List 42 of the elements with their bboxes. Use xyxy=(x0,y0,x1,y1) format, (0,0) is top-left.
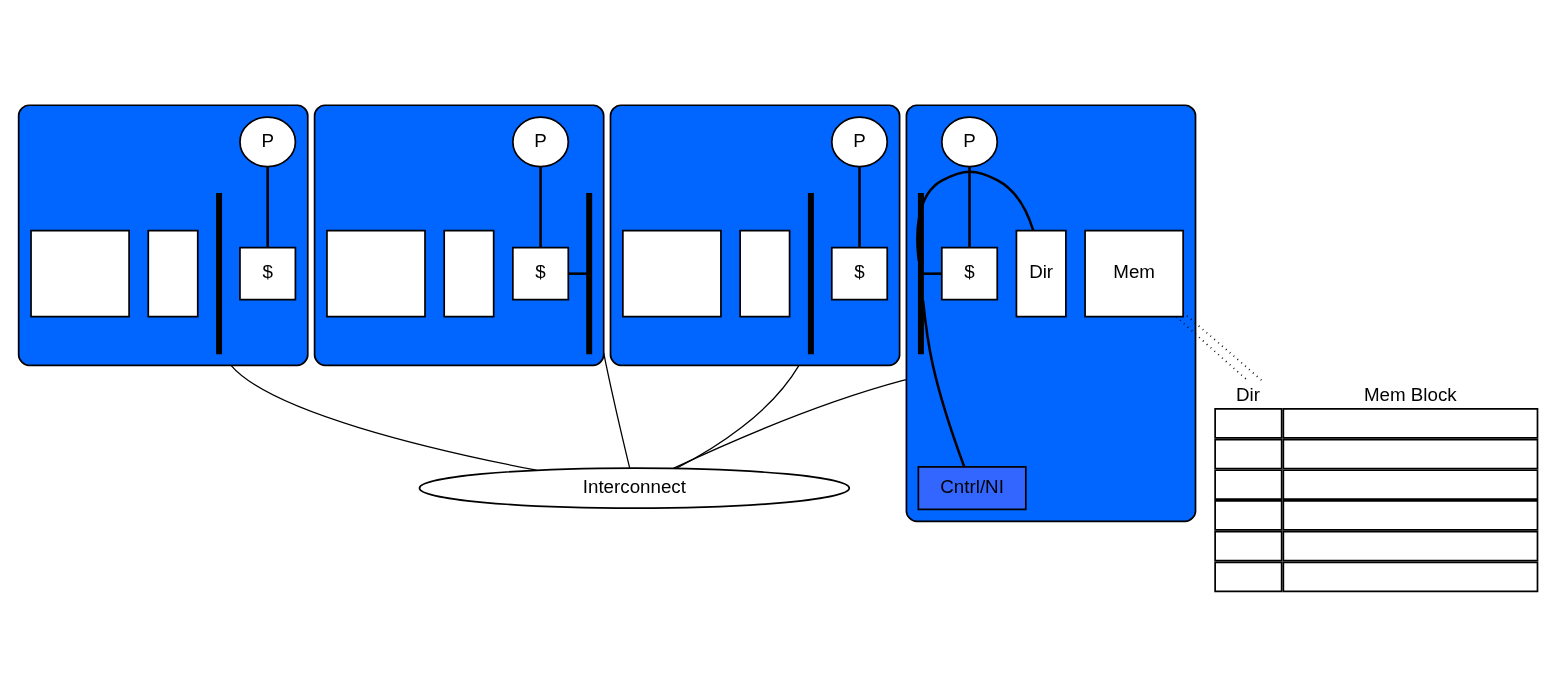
node-label: Mem Block xyxy=(1363,383,1457,405)
cluster xyxy=(313,104,605,367)
node-label: Dir xyxy=(1236,383,1260,405)
connector xyxy=(672,379,908,470)
connector xyxy=(266,166,269,248)
node-box: $ xyxy=(830,246,889,301)
node-box xyxy=(443,229,495,318)
node-box: Mem xyxy=(1084,229,1184,318)
node-box xyxy=(147,229,199,318)
node-box xyxy=(30,229,130,318)
node-ellipse: P xyxy=(512,116,570,168)
connector xyxy=(1175,315,1249,382)
node-bar xyxy=(216,193,223,355)
node-ellipse: P xyxy=(940,116,999,168)
node-box: Dir xyxy=(1015,229,1067,318)
connector xyxy=(675,364,800,470)
cluster xyxy=(609,104,901,367)
connector xyxy=(916,170,1035,261)
connector xyxy=(968,166,971,248)
connector xyxy=(568,272,587,275)
node-box: $ xyxy=(512,246,570,301)
node-ellipse: P xyxy=(830,116,889,168)
cluster xyxy=(17,104,309,367)
node-bar xyxy=(807,193,814,355)
node-ellipse: P xyxy=(239,116,297,168)
connector xyxy=(539,166,542,248)
node-bar xyxy=(586,193,593,355)
node-box: Cntrl/NI xyxy=(917,465,1027,511)
node-box xyxy=(622,229,722,318)
node-box: $ xyxy=(940,246,999,301)
connector xyxy=(923,272,942,275)
node-box xyxy=(326,229,426,318)
connector xyxy=(1182,311,1263,382)
connector xyxy=(603,352,631,469)
node-box: $ xyxy=(239,246,297,301)
node-bar xyxy=(917,193,924,355)
cluster xyxy=(905,104,1197,523)
node-ellipse: Interconnect xyxy=(418,467,851,510)
connector xyxy=(921,300,966,468)
connector xyxy=(230,364,538,471)
node-box xyxy=(739,229,791,318)
connector xyxy=(858,166,861,248)
